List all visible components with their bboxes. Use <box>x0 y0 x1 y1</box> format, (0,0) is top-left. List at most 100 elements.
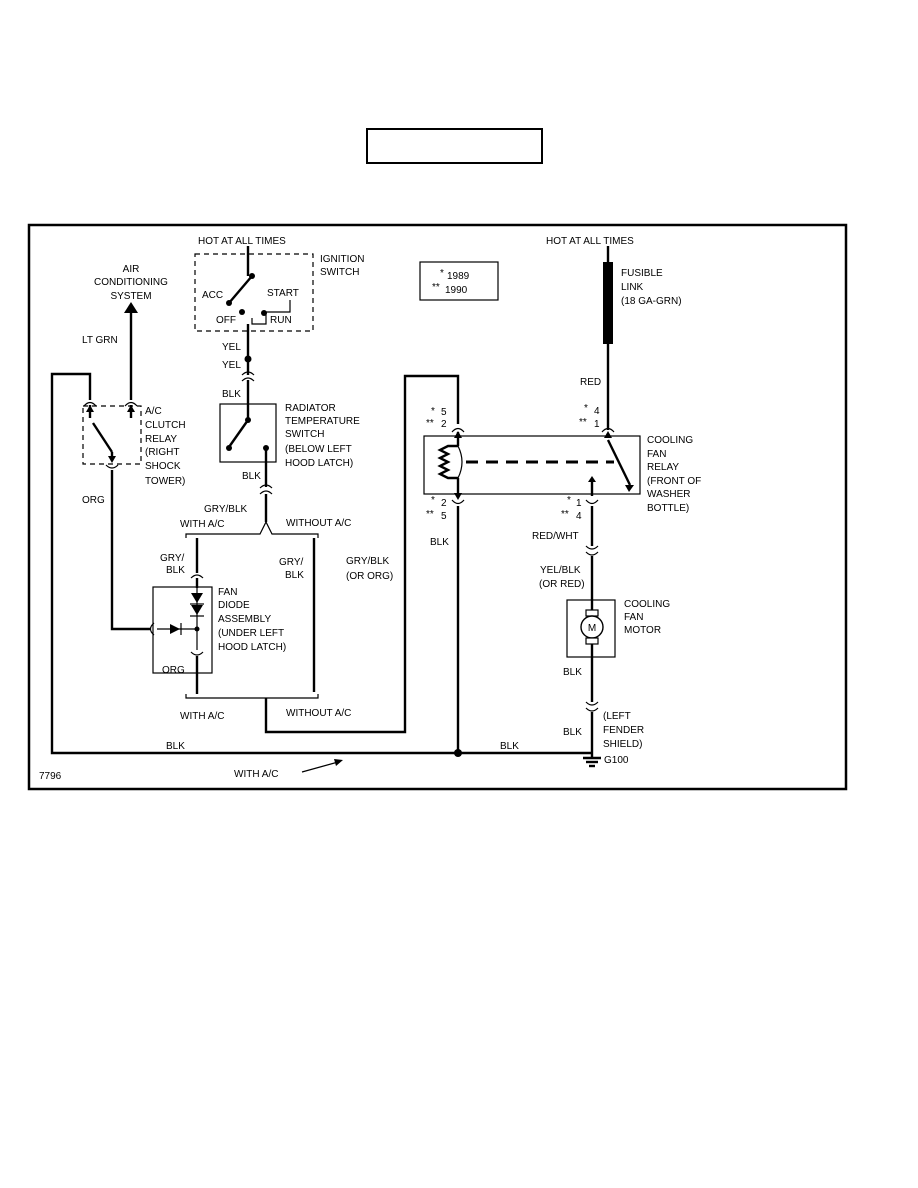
ac-system-label-1: AIR <box>123 264 140 275</box>
cooling-fan-relay-box <box>423 435 641 495</box>
cooling-fan-motor-label-1: COOLING <box>624 599 670 610</box>
wire-yel-blk-2: (OR RED) <box>539 579 585 590</box>
fusible-link <box>603 262 613 344</box>
relay-left-bottom-arrowhead <box>454 493 462 500</box>
radiator-switch-label-2: TEMPERATURE <box>285 416 360 427</box>
pin-right-top-b: 1 <box>594 419 600 430</box>
diode-bottom-connector <box>190 651 204 656</box>
wire-yel-blk-1: YEL/BLK <box>540 565 581 576</box>
pin-left-top-a: 5 <box>441 407 447 418</box>
option-bracket-bottom <box>185 694 319 699</box>
wire-blk-relay: BLK <box>430 537 449 548</box>
motor-top-brush <box>585 609 599 617</box>
wire-yel-label-1: YEL <box>222 342 241 353</box>
hot-at-all-times-left: HOT AT ALL TIMES <box>198 236 286 247</box>
cooling-fan-motor-label-2: FAN <box>624 612 643 623</box>
wire-gry-blk-mid-1: GRY/ <box>279 557 303 568</box>
ac-system-label-3: SYSTEM <box>110 291 151 302</box>
clutch-relay-left-connector <box>83 401 97 407</box>
relay-output-arrowhead <box>588 476 596 482</box>
radiator-switch-contact <box>226 445 232 451</box>
ignition-acc-terminal <box>226 300 232 306</box>
clutch-relay-label-2: CLUTCH <box>145 420 186 431</box>
ground-id-label: G100 <box>604 755 629 766</box>
option-bracket-top <box>185 520 319 538</box>
ignition-switch-label-1: IGNITION <box>320 254 364 265</box>
ignition-acc-label: ACC <box>202 290 223 301</box>
relay-coil-side <box>457 445 463 479</box>
wire-lt-grn: LT GRN <box>82 335 118 346</box>
wire-blk-radiator-top: BLK <box>222 389 241 400</box>
pin-left-bottom-star2: ** <box>426 509 434 520</box>
pin-left-bottom-star: * <box>431 495 435 506</box>
clutch-relay-label-1: A/C <box>145 406 162 417</box>
ignition-run-terminal <box>261 310 267 316</box>
ground-label-3: SHIELD) <box>603 739 642 750</box>
ignition-off-terminal <box>239 309 245 315</box>
wire-blk-ground: BLK <box>500 741 519 752</box>
pin-left-top-star: * <box>431 406 435 417</box>
legend-star-2: ** <box>432 282 440 293</box>
pin-right-bottom-star: * <box>567 495 571 506</box>
wire-org-left: ORG <box>82 495 105 506</box>
motor-symbol: M <box>588 623 596 634</box>
pin-right-top-star: * <box>584 403 588 414</box>
clutch-relay-bottom-arrowhead <box>108 456 116 463</box>
year-legend-box <box>419 261 499 301</box>
wire-org-diode: ORG <box>162 665 185 676</box>
diagram-frame <box>27 223 848 791</box>
ground-label-1: (LEFT <box>603 711 631 722</box>
relay-left-bottom-connector <box>451 499 465 505</box>
cooling-fan-relay-label-6: BOTTLE) <box>647 503 689 514</box>
diode-symbol-lower <box>191 605 203 615</box>
cooling-fan-relay-label-3: RELAY <box>647 462 679 473</box>
with-ac-arrow-shaft <box>301 761 339 773</box>
with-ac-top-label: WITH A/C <box>180 519 224 530</box>
clutch-relay-label-4: (RIGHT <box>145 447 179 458</box>
fan-diode-label-2: DIODE <box>218 600 250 611</box>
pin-right-top-a: 4 <box>594 406 600 417</box>
diode-left-connector <box>149 622 155 636</box>
clutch-relay-bottom-connector <box>105 464 119 469</box>
fan-diode-assembly-box <box>152 586 213 674</box>
wire-blk-motor-1: BLK <box>563 667 582 678</box>
relay-left-top-connector <box>451 427 465 433</box>
legend-year-1989: 1989 <box>447 271 470 282</box>
ground-label-2: FENDER <box>603 725 644 736</box>
wire-red: RED <box>580 377 601 388</box>
wire-gry-blk-diode-1: GRY/ <box>160 553 184 564</box>
ignition-run-label: RUN <box>270 315 292 326</box>
with-ac-arrow-label: WITH A/C <box>234 769 278 780</box>
cooling-fan-relay-label-5: WASHER <box>647 489 691 500</box>
with-ac-arrowhead <box>334 759 343 766</box>
merged-gry-blk-wire <box>264 374 460 734</box>
clutch-relay-label-6: TOWER) <box>145 476 185 487</box>
fusible-link-label-2: LINK <box>621 282 644 293</box>
pin-left-top-b: 2 <box>441 419 447 430</box>
clutch-relay-contact-arm <box>91 422 114 453</box>
fan-diode-label-5: HOOD LATCH) <box>218 642 286 653</box>
clutch-relay-right-arrowhead <box>127 405 135 412</box>
diode-top-connector <box>190 574 204 579</box>
fan-diode-label-1: FAN <box>218 587 237 598</box>
motor-ground-connector <box>585 701 599 712</box>
relay-right-top-arrowhead <box>604 431 612 438</box>
diode-symbol-horizontal <box>170 624 180 634</box>
pin-left-bottom-b: 5 <box>441 511 447 522</box>
ac-clutch-relay-box <box>82 405 142 465</box>
legend-star-1: * <box>440 268 444 279</box>
org-clutch-to-diode-wire <box>110 470 150 631</box>
ac-system-arrow <box>124 302 138 313</box>
ground-splice <box>454 749 462 757</box>
ignition-start-label: START <box>267 288 299 299</box>
pin-right-bottom-b: 4 <box>576 511 582 522</box>
clutch-relay-label-5: SHOCK <box>145 461 181 472</box>
legend-year-1990: 1990 <box>445 285 468 296</box>
relay-contact-arrowhead <box>625 485 634 492</box>
fusible-link-label-1: FUSIBLE <box>621 268 663 279</box>
cooling-fan-motor-label-3: MOTOR <box>624 625 661 636</box>
pin-left-top-star2: ** <box>426 418 434 429</box>
pin-right-top-star2: ** <box>579 417 587 428</box>
ignition-switch-label-2: SWITCH <box>320 267 359 278</box>
